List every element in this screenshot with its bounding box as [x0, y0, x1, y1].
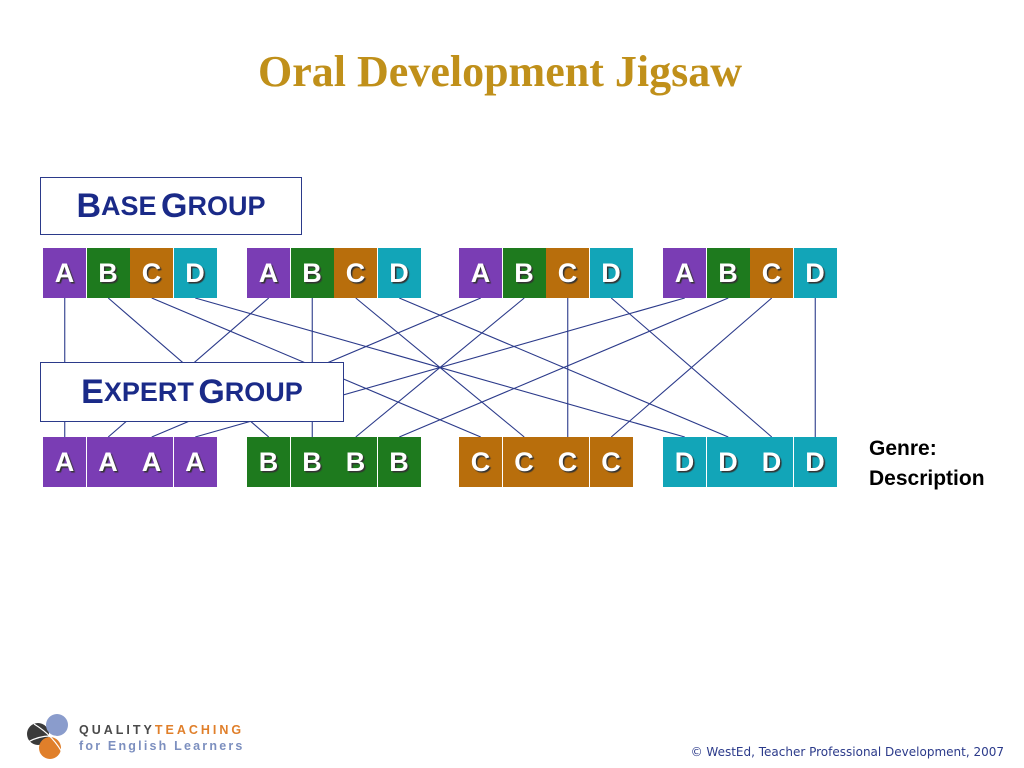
- expert-tile-c: C: [546, 437, 589, 487]
- base-tile-c: C: [130, 248, 173, 298]
- expert-tile-a: A: [130, 437, 173, 487]
- copyright-footer: © WestEd, Teacher Professional Developme…: [690, 745, 1004, 759]
- expert-tile-a: A: [86, 437, 130, 487]
- base-tile-d: D: [793, 248, 837, 298]
- expert-tile-a: A: [43, 437, 86, 487]
- expert-label-rest-1: XPERT: [103, 376, 194, 407]
- base-label-rest-1: ASE: [101, 190, 157, 221]
- expert-tile-b: B: [334, 437, 377, 487]
- expert-tile-c: C: [589, 437, 633, 487]
- expert-tile-b: B: [377, 437, 421, 487]
- base-tile-d: D: [173, 248, 217, 298]
- base-tile-a: A: [663, 248, 706, 298]
- expert-tile-d: D: [663, 437, 706, 487]
- expert-tile-d: D: [706, 437, 750, 487]
- expert-tile-c: C: [502, 437, 546, 487]
- expert-tile-c: C: [459, 437, 502, 487]
- base-label-initial-1: B: [76, 186, 102, 225]
- expert-label-rest-2: ROUP: [224, 376, 303, 407]
- logo-subtitle-text: for English Learners: [79, 739, 245, 753]
- base-tile-b: B: [86, 248, 130, 298]
- expert-tile-d: D: [793, 437, 837, 487]
- base-tile-d: D: [589, 248, 633, 298]
- logo-wordmark: QUALITYTEACHING for English Learners: [79, 722, 245, 754]
- connection-line: [610, 297, 773, 438]
- base-tile-c: C: [334, 248, 377, 298]
- expert-tile-a: A: [173, 437, 217, 487]
- expert-tile-d: D: [750, 437, 793, 487]
- expert-label-initial-1: E: [81, 372, 104, 411]
- logo-quality-text: QUALITY: [79, 723, 155, 737]
- expert-tile-b: B: [290, 437, 334, 487]
- base-label-rest-2: ROUP: [187, 190, 266, 221]
- base-tile-a: A: [43, 248, 86, 298]
- base-tile-b: B: [290, 248, 334, 298]
- base-tile-a: A: [459, 248, 502, 298]
- connection-line: [399, 297, 729, 438]
- base-tile-b: B: [502, 248, 546, 298]
- base-tile-a: A: [247, 248, 290, 298]
- base-tile-c: C: [546, 248, 589, 298]
- expert-tile-b: B: [247, 437, 290, 487]
- base-tile-b: B: [706, 248, 750, 298]
- base-tile-d: D: [377, 248, 421, 298]
- expert-label-initial-2: G: [198, 372, 225, 411]
- slide-title: Oral Development Jigsaw: [258, 47, 742, 96]
- logo-teaching-text: TEACHING: [154, 723, 245, 737]
- quality-teaching-logo-icon: [27, 714, 73, 759]
- genre-value: Description: [869, 467, 985, 490]
- base-tile-c: C: [750, 248, 793, 298]
- genre-note: Genre: Description: [869, 434, 985, 494]
- genre-label: Genre:: [869, 437, 937, 460]
- base-label-initial-2: G: [161, 186, 188, 225]
